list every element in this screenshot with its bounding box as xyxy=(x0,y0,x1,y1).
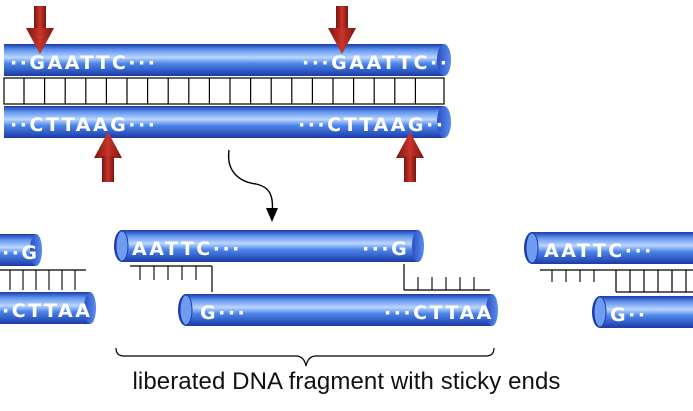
top-lower-strand xyxy=(4,106,444,138)
top-upper-right-sequence: ···GAATTC·· xyxy=(302,52,449,74)
cut-arrow-lower-right xyxy=(396,132,424,182)
middle-upper-right-sequence: ···G xyxy=(362,238,409,260)
left-lower-sequence: ·CTTAA xyxy=(2,300,92,322)
middle-dna-fragment: AATTC··· ···G G··· ···CTTAA xyxy=(114,230,498,326)
uncut-dna-duplex: ··GAATTC··· ···GAATTC·· ··CTTAAG··· ···C… xyxy=(3,44,451,138)
cut-arrow-upper-left xyxy=(26,6,54,54)
right-dna-fragment: AATTC··· G·· xyxy=(524,232,693,328)
left-dna-fragment: ··G ·CTTAA xyxy=(0,234,96,324)
fragment-brace xyxy=(115,347,495,367)
cut-arrow-lower-left xyxy=(94,132,122,182)
top-lower-left-sequence: ··CTTAAG··· xyxy=(10,114,157,136)
left-upper-sequence: ··G xyxy=(2,242,40,264)
top-lower-right-sequence: ···CTTAAG·· xyxy=(298,114,445,136)
top-upper-left-sequence: ··GAATTC··· xyxy=(10,52,157,74)
top-lower-strand-end xyxy=(437,106,451,138)
middle-lower-right-sequence: ···CTTAA xyxy=(384,302,494,324)
middle-upper-left-sequence: AATTC··· xyxy=(132,238,242,260)
diagram-caption: liberated DNA fragment with sticky ends xyxy=(132,368,561,395)
middle-lower-left-sequence: G··· xyxy=(200,302,247,324)
curved-process-arrow xyxy=(227,149,278,222)
top-upper-strand-end xyxy=(437,44,451,76)
right-upper-sequence: AATTC··· xyxy=(544,240,654,262)
cut-arrow-upper-right xyxy=(328,6,356,54)
top-base-pair-ladder xyxy=(3,77,445,105)
top-upper-strand xyxy=(4,44,444,76)
right-lower-sequence: G·· xyxy=(610,304,648,326)
